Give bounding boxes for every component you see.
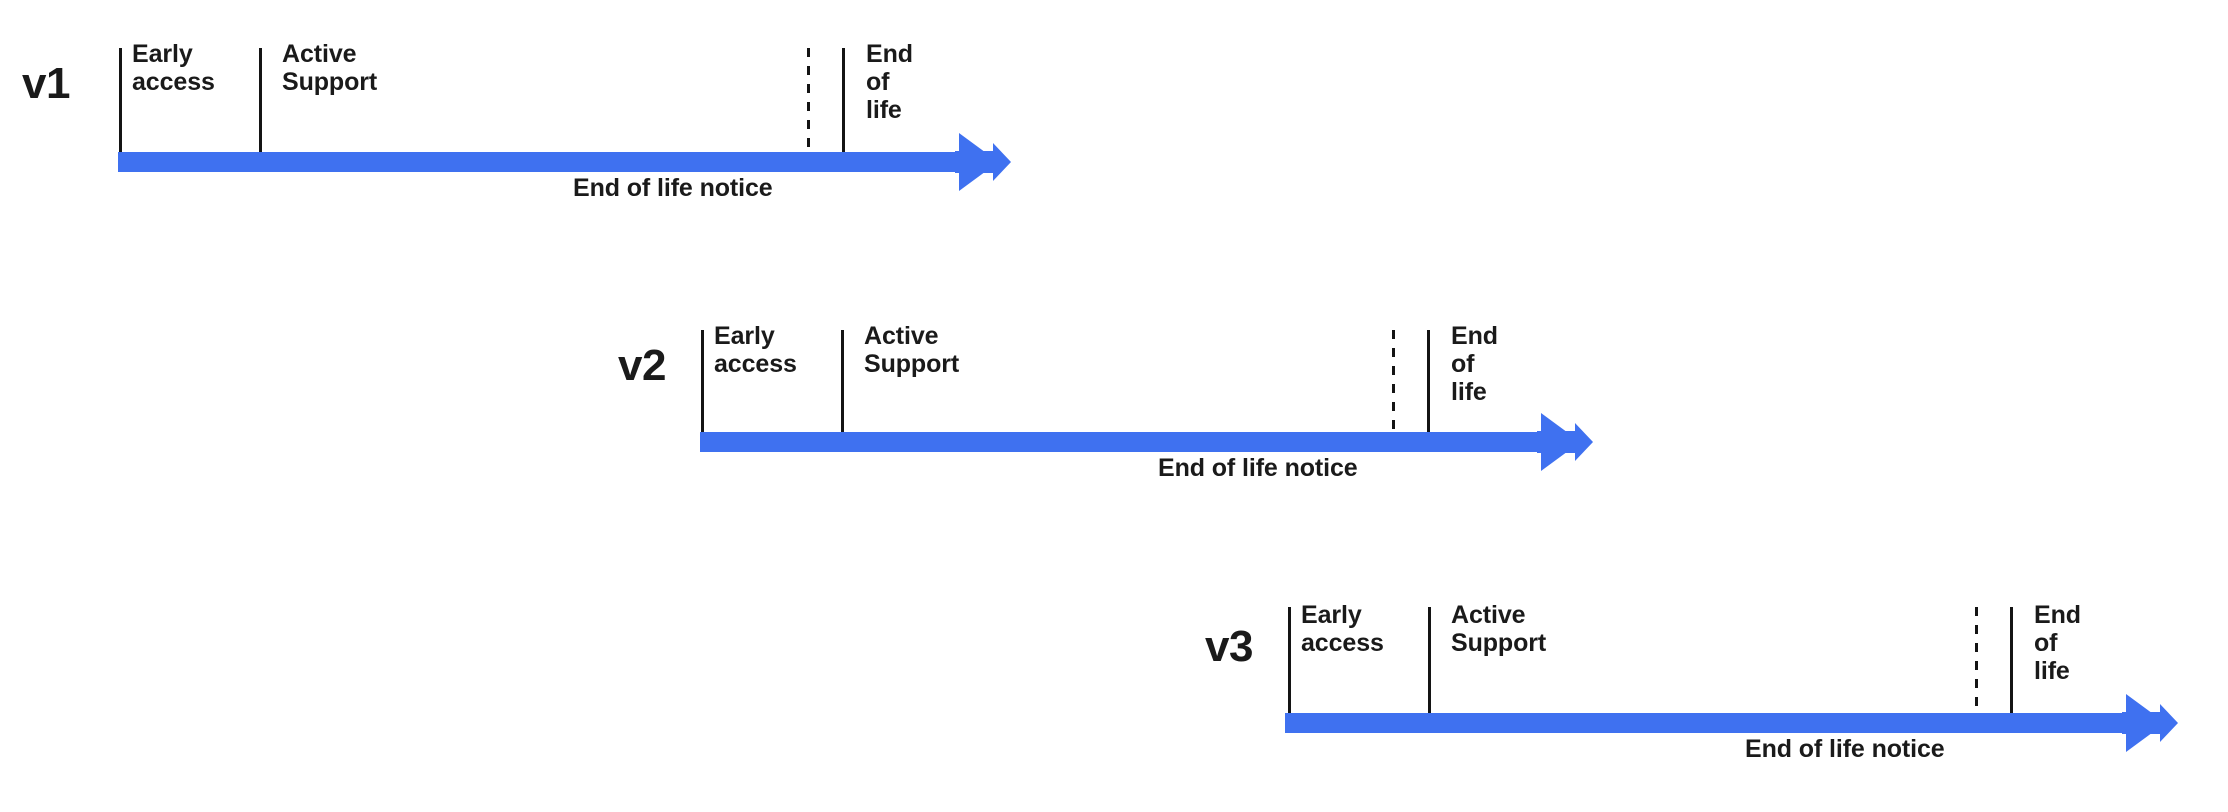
phase-divider-tick-2 (841, 330, 844, 432)
end-of-life-notice-label: End of life notice (1745, 735, 1945, 763)
phase-divider-tick-2 (1428, 607, 1431, 713)
phase-label-early-access: Early access (1301, 601, 1384, 657)
phase-label-early-access: Early access (132, 40, 215, 96)
end-of-life-notice-label: End of life notice (1158, 454, 1358, 482)
version-label-v1: v1 (22, 59, 70, 108)
phase-divider-tick-1 (1288, 607, 1291, 713)
phase-label-active-support: Active Support (282, 40, 378, 96)
phase-label-end-of-life: End of life (2034, 601, 2081, 685)
phase-divider-tick-2 (259, 48, 262, 152)
timeline-bar (118, 152, 963, 172)
end-of-life-divider-tick (842, 48, 845, 152)
timeline-arrow-head-icon (2120, 690, 2182, 756)
end-of-life-divider-tick (1427, 330, 1430, 432)
end-of-life-notice-marker (807, 48, 810, 152)
phase-label-active-support: Active Support (864, 322, 960, 378)
end-of-life-notice-marker (1392, 330, 1395, 432)
end-of-life-notice-label: End of life notice (573, 174, 773, 202)
timeline-bar (1285, 713, 2130, 733)
phase-divider-tick-1 (119, 48, 122, 152)
phase-label-early-access: Early access (714, 322, 797, 378)
timeline-arrow-head-icon (1535, 409, 1597, 475)
phase-label-end-of-life: End of life (866, 40, 913, 124)
timeline-arrow-head-icon (953, 129, 1015, 195)
timeline-bar (700, 432, 1545, 452)
end-of-life-notice-marker (1975, 607, 1978, 713)
end-of-life-divider-tick (2010, 607, 2013, 713)
phase-label-end-of-life: End of life (1451, 322, 1498, 406)
phase-label-active-support: Active Support (1451, 601, 1547, 657)
version-label-v2: v2 (618, 341, 666, 390)
version-label-v3: v3 (1205, 622, 1253, 671)
phase-divider-tick-1 (701, 330, 704, 432)
